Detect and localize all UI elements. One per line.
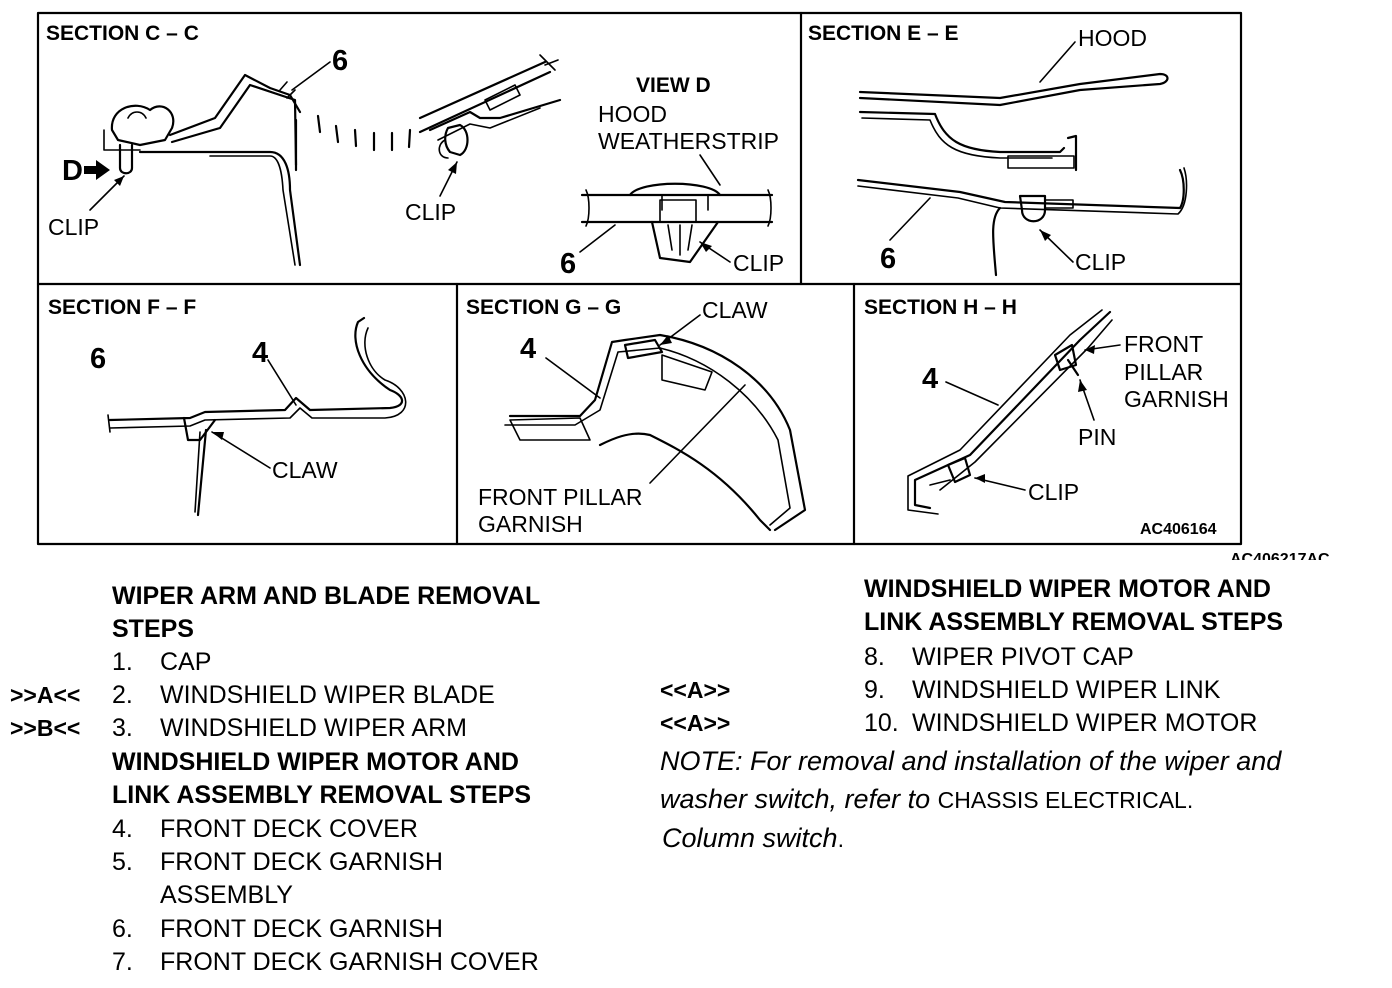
section-e-e: SECTION E – E HOOD 6 CLIP [808, 22, 1188, 277]
step-3-text: WINDSHIELD WIPER ARM [160, 714, 467, 742]
section-h-code: AC406164 [1140, 521, 1217, 538]
section-e-part-number: 6 [880, 243, 896, 275]
section-h-pin-shape [1053, 343, 1078, 372]
step-9-mark: <<A>> [660, 677, 731, 703]
note-ref-column-switch[interactable]: Column switch [662, 823, 838, 853]
note-line3: Column switch. [662, 823, 844, 853]
section-g-claw-label: CLAW [702, 297, 768, 323]
figure-code: AC406217AC [1230, 551, 1330, 560]
step-9-number: 9. [864, 676, 885, 704]
section-e-title: SECTION E – E [808, 22, 959, 45]
section-g-g: SECTION G – G CLAW 4 FRONT PILLAR GARNIS… [466, 296, 807, 537]
section-h-pin-label: PIN [1078, 424, 1116, 450]
section-h-part-number: 4 [922, 363, 938, 395]
clip-left-label: CLIP [48, 214, 99, 240]
left-heading2-line1: WINDSHIELD WIPER MOTOR AND [112, 748, 519, 776]
step-8-number: 8. [864, 643, 885, 671]
note-ref-chassis-electrical[interactable]: CHASSIS ELECTRICAL [937, 787, 1187, 813]
section-f-f: SECTION F – F 6 4 CLAW [48, 296, 407, 517]
section-g-garnish-line2: GARNISH [478, 511, 583, 537]
view-d-clip-shape [650, 220, 720, 264]
clip-right-shape [444, 123, 469, 157]
step-5-text-line2: ASSEMBLY [160, 881, 293, 909]
right-heading-line2: LINK ASSEMBLY REMOVAL STEPS [864, 608, 1284, 636]
section-h-clip-shape [946, 456, 972, 484]
section-g-title: SECTION G – G [466, 296, 621, 319]
view-d-title: VIEW D [636, 74, 711, 97]
section-e-clip-label: CLIP [1075, 249, 1126, 275]
section-h-title: SECTION H – H [864, 296, 1017, 319]
section-h-garnish-line1: FRONT [1124, 331, 1203, 357]
step-1-text: CAP [160, 648, 212, 676]
step-9-text: WINDSHIELD WIPER LINK [912, 676, 1221, 704]
view-d: VIEW D HOOD WEATHERSTRIP 6 CLIP [560, 74, 784, 280]
step-7-number: 7. [112, 948, 133, 976]
step-1-number: 1. [112, 648, 133, 676]
step-6-number: 6. [112, 915, 133, 943]
step-10-mark: <<A>> [660, 710, 731, 736]
left-heading1-line2: STEPS [112, 615, 194, 643]
section-f-part-4: 4 [252, 337, 268, 369]
section-f-claw-label: CLAW [272, 457, 338, 483]
sections-diagram: SECTION C – C 6 D CLIP [36, 11, 1330, 560]
step-2-text: WINDSHIELD WIPER BLADE [160, 681, 495, 709]
section-h-clip-label: CLIP [1028, 479, 1079, 505]
section-f-title: SECTION F – F [48, 296, 196, 319]
clip-left-shape [118, 143, 134, 175]
note-line2: washer switch, refer to CHASSIS ELECTRIC… [660, 784, 1194, 814]
step-7-text: FRONT DECK GARNISH COVER [160, 948, 539, 976]
section-f-part-6: 6 [90, 343, 106, 375]
section-c-c: SECTION C – C 6 D CLIP [46, 22, 562, 267]
view-d-part-number: 6 [560, 248, 576, 280]
step-3-mark: >>B<< [10, 715, 81, 741]
note-line2-prefix: washer switch, refer to [660, 784, 938, 814]
step-4-text: FRONT DECK COVER [160, 815, 418, 843]
section-g-part-number: 4 [520, 333, 536, 365]
step-10-text: WINDSHIELD WIPER MOTOR [912, 709, 1258, 737]
step-5-number: 5. [112, 848, 133, 876]
view-d-clip-label: CLIP [733, 250, 784, 276]
step-6-text: FRONT DECK GARNISH [160, 915, 443, 943]
section-c-title: SECTION C – C [46, 22, 199, 45]
step-5-text: FRONT DECK GARNISH [160, 848, 443, 876]
section-h-h: SECTION H – H FRONT PILLAR GARNISH 4 PIN… [864, 296, 1229, 538]
weatherstrip-shape [110, 104, 175, 147]
weatherstrip-profile [628, 182, 722, 197]
weatherstrip-label-line2: WEATHERSTRIP [598, 128, 779, 154]
right-heading-line1: WINDSHIELD WIPER MOTOR AND [864, 575, 1271, 603]
view-d-arrow-label: D [62, 155, 83, 187]
note-line1: NOTE: For removal and installation of th… [660, 746, 1282, 776]
section-h-garnish-line3: GARNISH [1124, 386, 1229, 412]
step-4-number: 4. [112, 815, 133, 843]
step-10-number: 10. [864, 709, 899, 737]
left-heading1-line1: WIPER ARM AND BLADE REMOVAL [112, 582, 541, 610]
view-d-arrow-icon [84, 160, 110, 180]
claw-shape [182, 416, 217, 442]
section-e-clip-shape [1018, 194, 1047, 223]
step-3-number: 3. [112, 714, 133, 742]
step-8-text: WIPER PIVOT CAP [912, 643, 1134, 671]
weatherstrip-label-line1: HOOD [598, 101, 667, 127]
section-h-garnish-line2: PILLAR [1124, 359, 1203, 385]
step-2-mark: >>A<< [10, 682, 81, 708]
panel-frames [36, 11, 1243, 546]
section-g-garnish-line1: FRONT PILLAR [478, 484, 642, 510]
section-c-part-number: 6 [332, 45, 348, 77]
step-2-number: 2. [112, 681, 133, 709]
hood-label: HOOD [1078, 25, 1147, 51]
clip-right-label: CLIP [405, 199, 456, 225]
left-heading2-line2: LINK ASSEMBLY REMOVAL STEPS [112, 781, 532, 809]
